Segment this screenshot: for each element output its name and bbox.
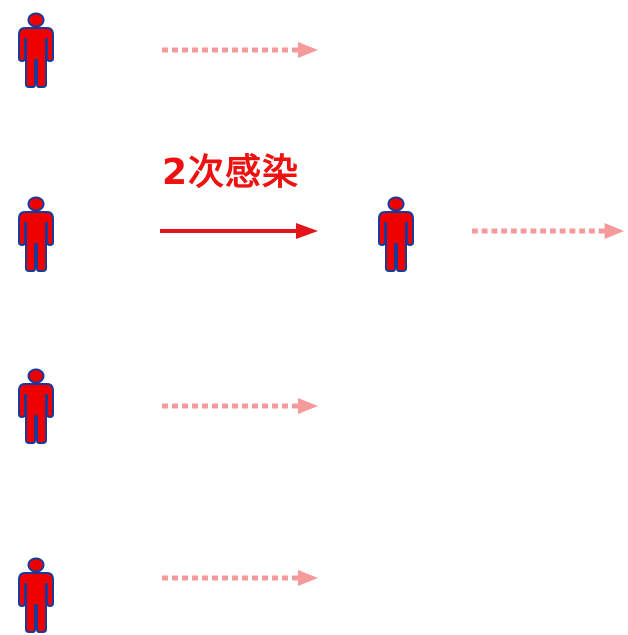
person-icon (16, 196, 56, 272)
dotted-arrow-icon (470, 221, 626, 241)
person-icon (16, 557, 56, 633)
person-icon (16, 12, 56, 88)
dotted-arrow-icon (160, 568, 320, 588)
solid-arrow-icon (160, 221, 320, 241)
secondary-infection-label: 2次感染 (162, 152, 300, 193)
person-icon (16, 368, 56, 444)
dotted-arrow-icon (160, 40, 320, 60)
person-icon (376, 196, 416, 272)
dotted-arrow-icon (160, 396, 320, 416)
